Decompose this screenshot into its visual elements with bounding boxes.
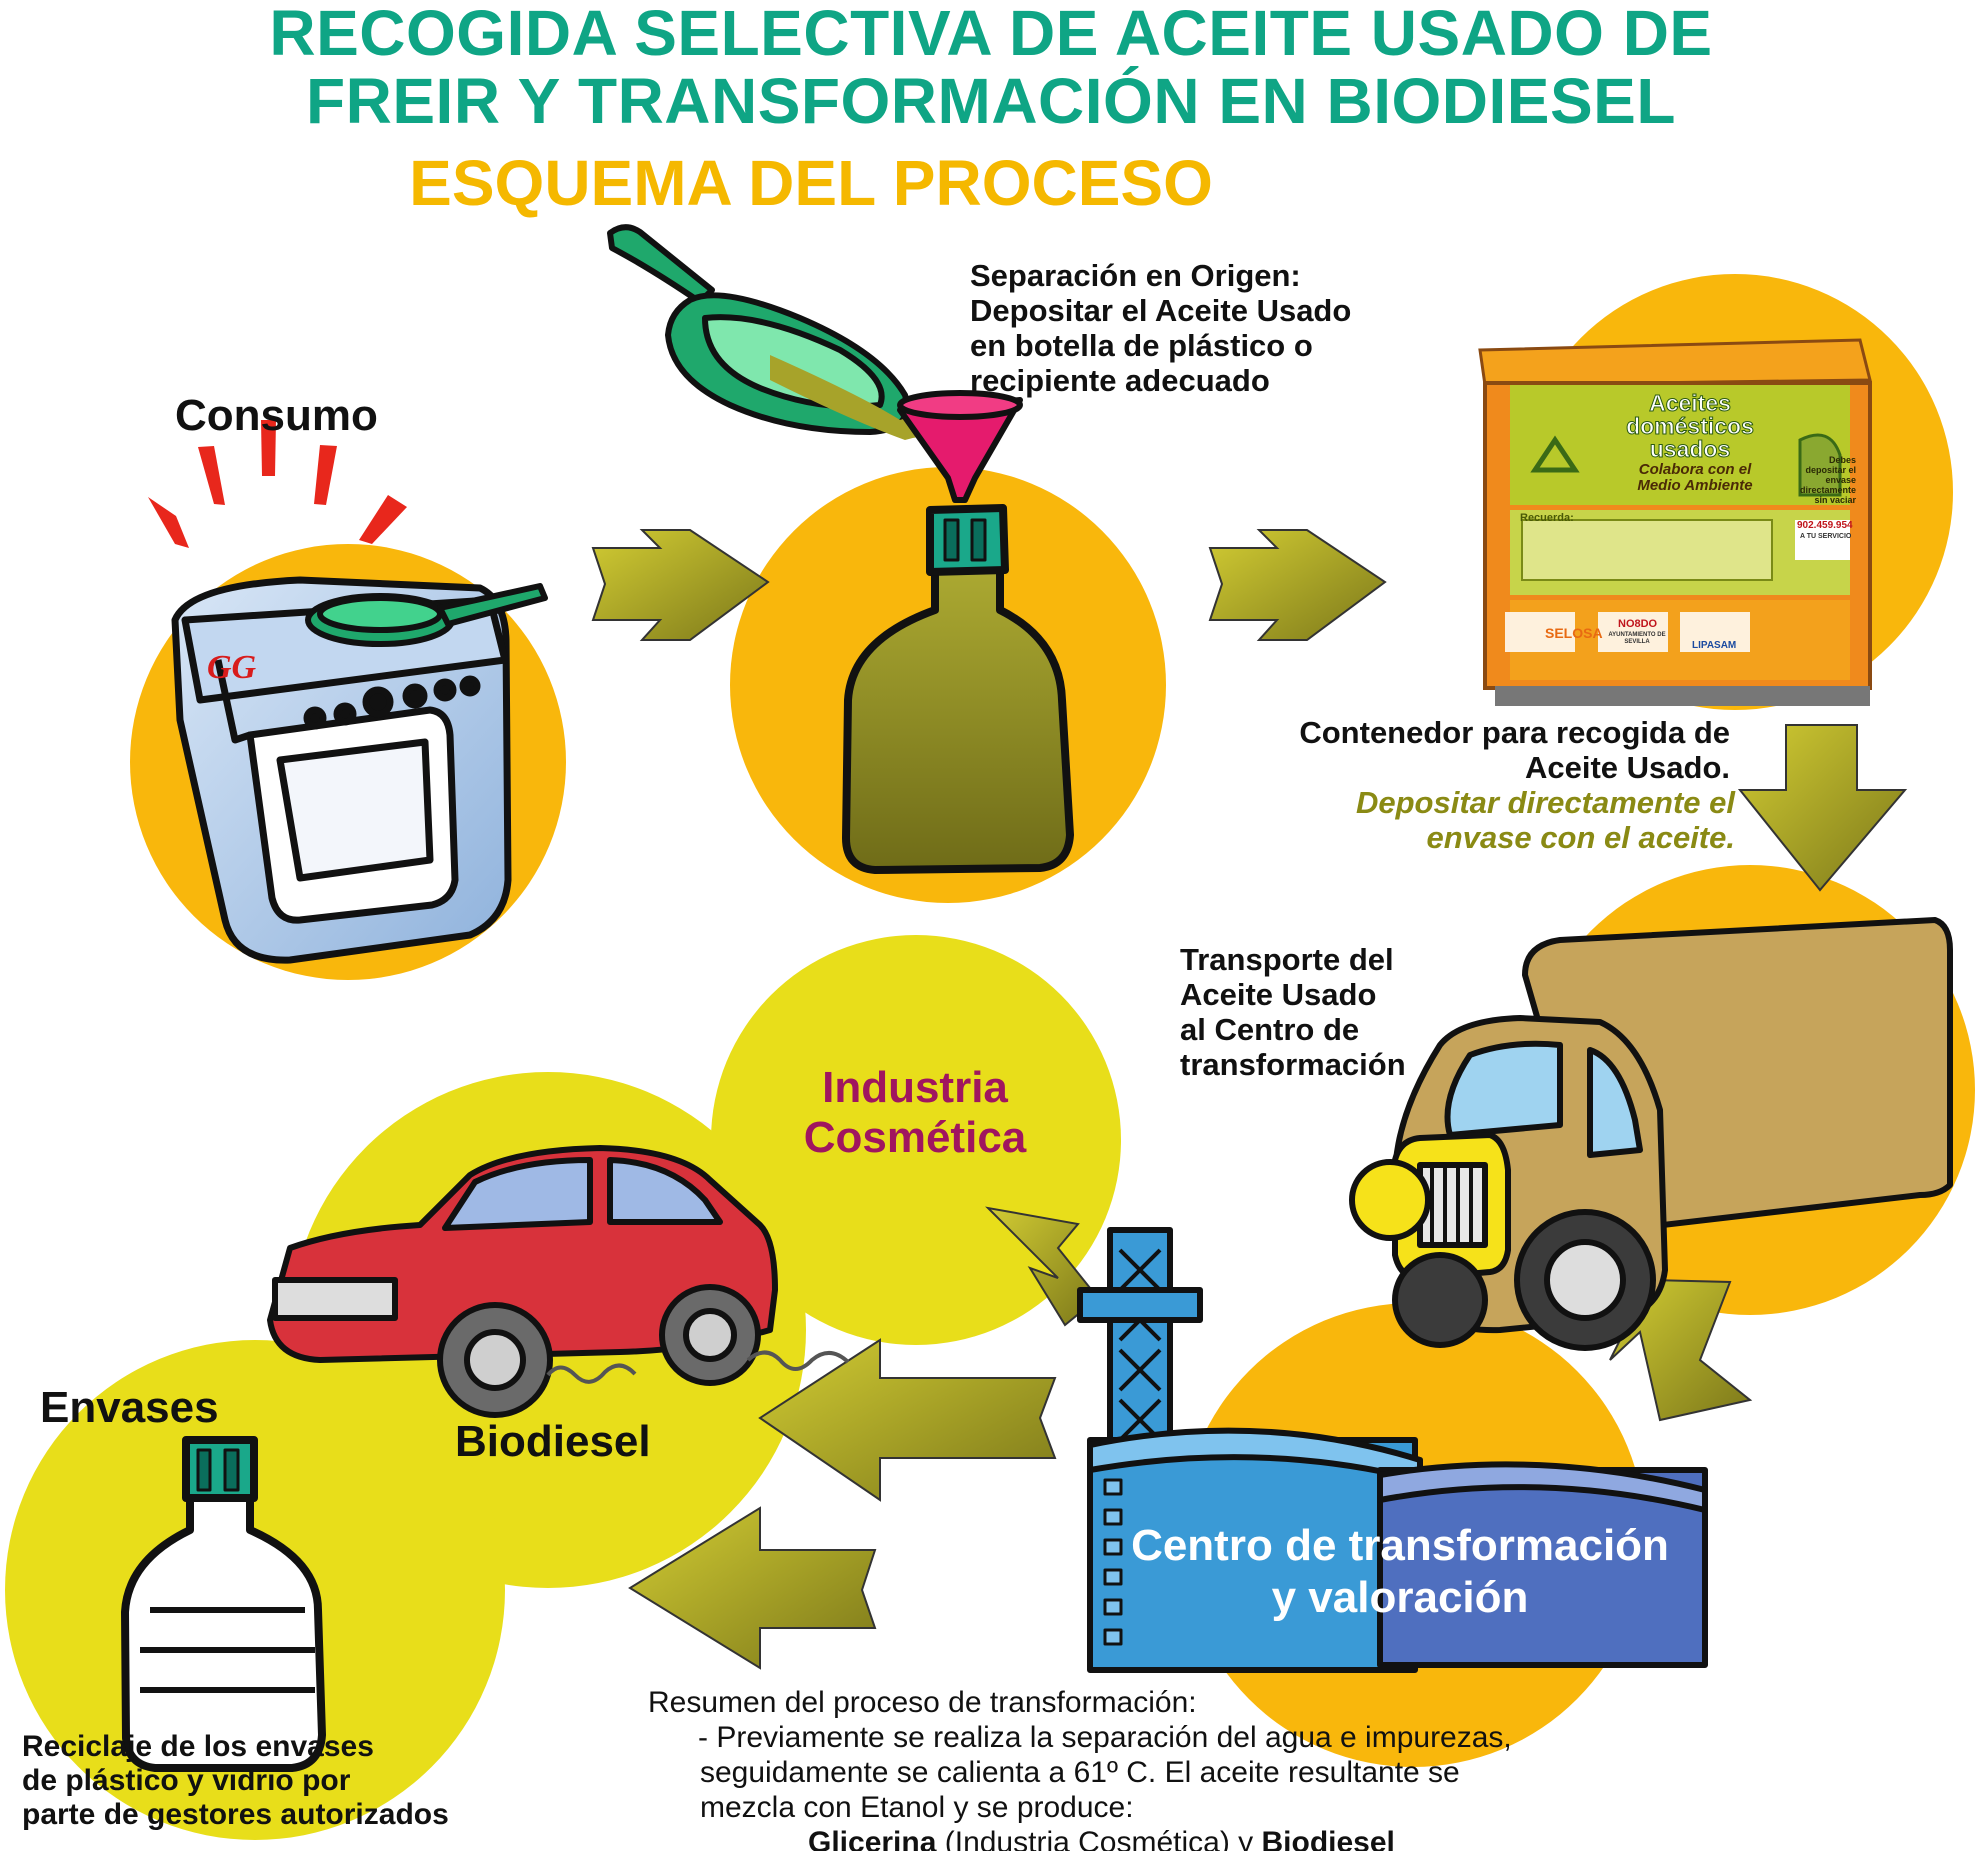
industria-line-1: Industria: [740, 1063, 1090, 1113]
card-debes: Debes depositar el envase directamente s…: [1788, 455, 1856, 505]
separacion-line-2: Depositar el Aceite Usado: [970, 293, 1351, 328]
container-card-slogan: Colabora con el Medio Ambiente: [1630, 462, 1760, 494]
separacion-line-1: Separación en Origen:: [970, 258, 1351, 293]
reciclaje-line-1: Reciclaje de los envases: [22, 1730, 449, 1764]
transporte-line-2: Aceite Usado: [1180, 977, 1406, 1012]
resumen-glicerina: Glicerina: [808, 1826, 936, 1851]
transporte-line-4: transformación: [1180, 1047, 1406, 1082]
stove-brand-text: GG: [207, 649, 257, 686]
card-logo-lipasam: LIPASAM: [1692, 640, 1736, 651]
title-line-2: FREIR Y TRANSFORMACIÓN EN BIODIESEL: [0, 68, 1982, 134]
container-card-title: Aceites domésticos usados: [1600, 392, 1780, 461]
card-logo-no8do: NO8DO: [1618, 618, 1657, 630]
envases-label: Envases: [40, 1384, 219, 1432]
contenedor-note-2: envase con el aceite.: [1130, 820, 1735, 855]
transporte-text: Transporte del Aceite Usado al Centro de…: [1180, 942, 1406, 1082]
arrow-icon: [1740, 725, 1905, 890]
industria-line-2: Cosmética: [740, 1113, 1090, 1163]
subtitle: ESQUEMA DEL PROCESO: [0, 150, 1802, 216]
centro-label: Centro de transformación y valoración: [1100, 1520, 1700, 1624]
card-phone: 902.459.954: [1797, 520, 1853, 531]
card-recuerda: Recuerda:: [1520, 512, 1574, 524]
contenedor-line-1: Contenedor para recogida de: [1130, 715, 1730, 750]
card-logo-no8do-sub: AYUNTAMIENTO DE SEVILLA: [1602, 632, 1672, 646]
card-logo-selosa: SELOSA: [1545, 625, 1603, 641]
contenedor-line-2: Aceite Usado.: [1130, 750, 1730, 785]
resumen-line-1: - Previamente se realiza la separación d…: [648, 1720, 1512, 1755]
resumen-heading: Resumen del proceso de transformación:: [648, 1685, 1512, 1720]
reciclaje-line-3: parte de gestores autorizados: [22, 1798, 449, 1832]
resumen-line-2: seguidamente se calienta a 61º C. El ace…: [648, 1755, 1512, 1790]
separacion-line-3: en botella de plástico o: [970, 328, 1351, 363]
title-line-1: RECOGIDA SELECTIVA DE ACEITE USADO DE: [0, 0, 1982, 66]
card-slogan-1: Colabora con el: [1630, 462, 1760, 478]
card-servicio: A TU SERVICIO: [1800, 533, 1851, 540]
contenedor-note-1: Depositar directamente el: [1130, 785, 1735, 820]
contenedor-text: Contenedor para recogida de Aceite Usado…: [1130, 715, 1730, 785]
resumen-line-3: mezcla con Etanol y se produce:: [648, 1790, 1512, 1825]
card-title-3: usados: [1600, 438, 1780, 461]
card-slogan-2: Medio Ambiente: [1630, 478, 1760, 494]
contenedor-note: Depositar directamente el envase con el …: [1130, 785, 1735, 855]
industria-label: Industria Cosmética: [740, 1063, 1090, 1163]
resumen-biodiesel: Biodiesel: [1262, 1826, 1395, 1851]
separacion-text: Separación en Origen: Depositar el Aceit…: [970, 258, 1351, 398]
transporte-line-3: al Centro de: [1180, 1012, 1406, 1047]
separacion-line-4: recipiente adecuado: [970, 363, 1351, 398]
centro-line-1: Centro de transformación: [1100, 1520, 1700, 1572]
reciclaje-text: Reciclaje de los envases de plástico y v…: [22, 1730, 449, 1832]
consumo-label: Consumo: [175, 392, 378, 440]
resumen-line-4: Glicerina (Industria Cosmética) y Biodie…: [648, 1825, 1512, 1851]
resumen-text: Resumen del proceso de transformación: -…: [648, 1685, 1512, 1851]
arrow-icon: [760, 1340, 1055, 1500]
arrow-icon: [1210, 530, 1385, 640]
resumen-paren: (Industria Cosmética) y: [936, 1826, 1261, 1851]
reciclaje-line-2: de plástico y vidrio por: [22, 1764, 449, 1798]
biodiesel-label: Biodiesel: [455, 1418, 651, 1466]
card-title-2: domésticos: [1600, 415, 1780, 438]
centro-line-2: y valoración: [1100, 1572, 1700, 1624]
card-title-1: Aceites: [1600, 392, 1780, 415]
transporte-line-1: Transporte del: [1180, 942, 1406, 977]
